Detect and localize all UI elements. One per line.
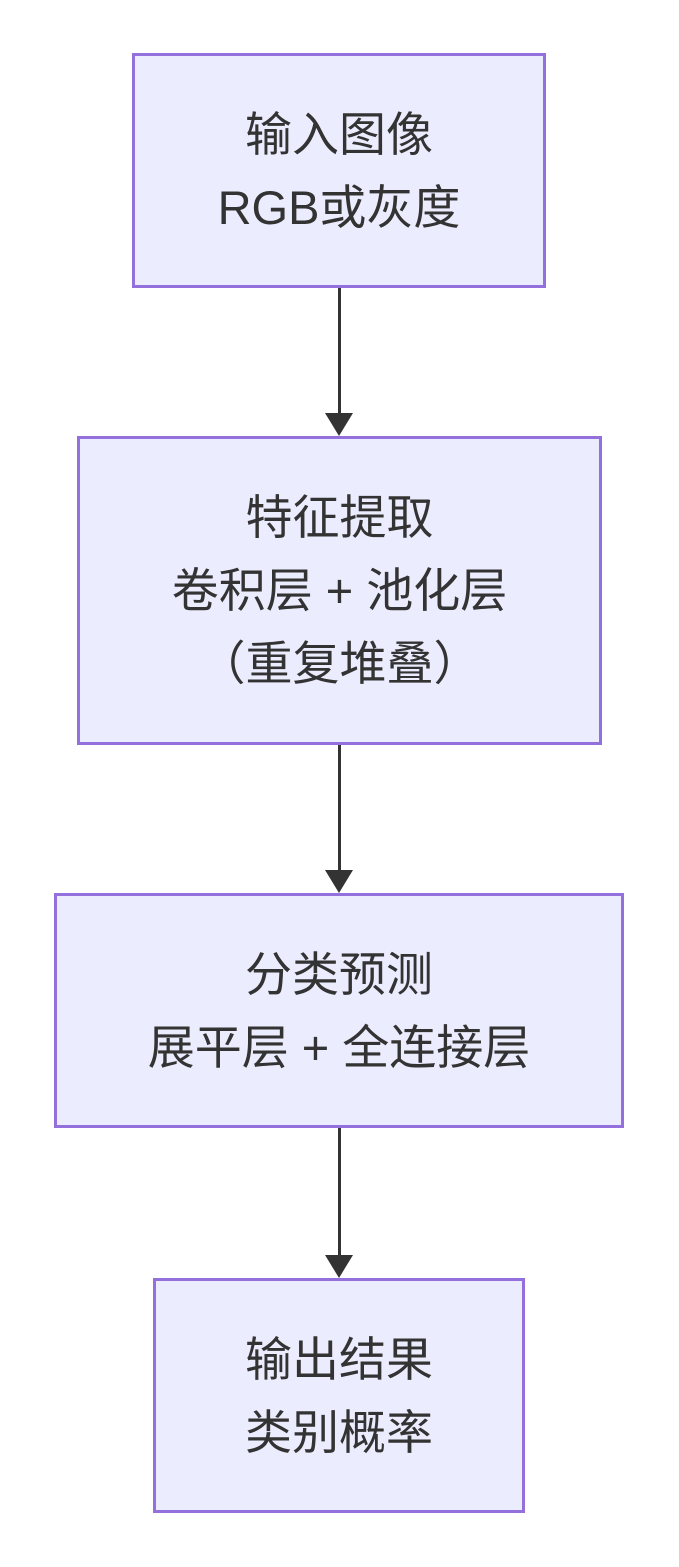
- arrow-head-icon: [325, 1255, 353, 1278]
- flow-arrow-3: [325, 1128, 353, 1278]
- node-text-line: （重复堆叠）: [198, 637, 481, 690]
- node-text-line: 卷积层 + 池化层: [171, 564, 508, 617]
- node-text-line: 类别概率: [245, 1405, 433, 1459]
- arrow-line: [337, 288, 341, 413]
- node-text-line: 输出结果: [245, 1332, 433, 1386]
- flow-node-classification: 分类预测 展平层 + 全连接层: [54, 893, 624, 1128]
- node-text-line: RGB或灰度: [217, 180, 461, 234]
- node-text-line: 输入图像: [245, 107, 433, 161]
- arrow-head-icon: [325, 413, 353, 436]
- flow-node-feature-extraction: 特征提取 卷积层 + 池化层 （重复堆叠）: [77, 436, 602, 745]
- arrow-line: [337, 1128, 341, 1255]
- node-text-line: 展平层 + 全连接层: [147, 1020, 531, 1074]
- flow-node-input-image: 输入图像 RGB或灰度: [132, 53, 546, 288]
- arrow-head-icon: [325, 870, 353, 893]
- node-text-line: 分类预测: [245, 947, 433, 1001]
- node-text-line: 特征提取: [245, 491, 434, 544]
- arrow-line: [337, 745, 341, 870]
- flow-arrow-1: [325, 288, 353, 436]
- flow-arrow-2: [325, 745, 353, 893]
- flow-node-output-result: 输出结果 类别概率: [153, 1278, 525, 1513]
